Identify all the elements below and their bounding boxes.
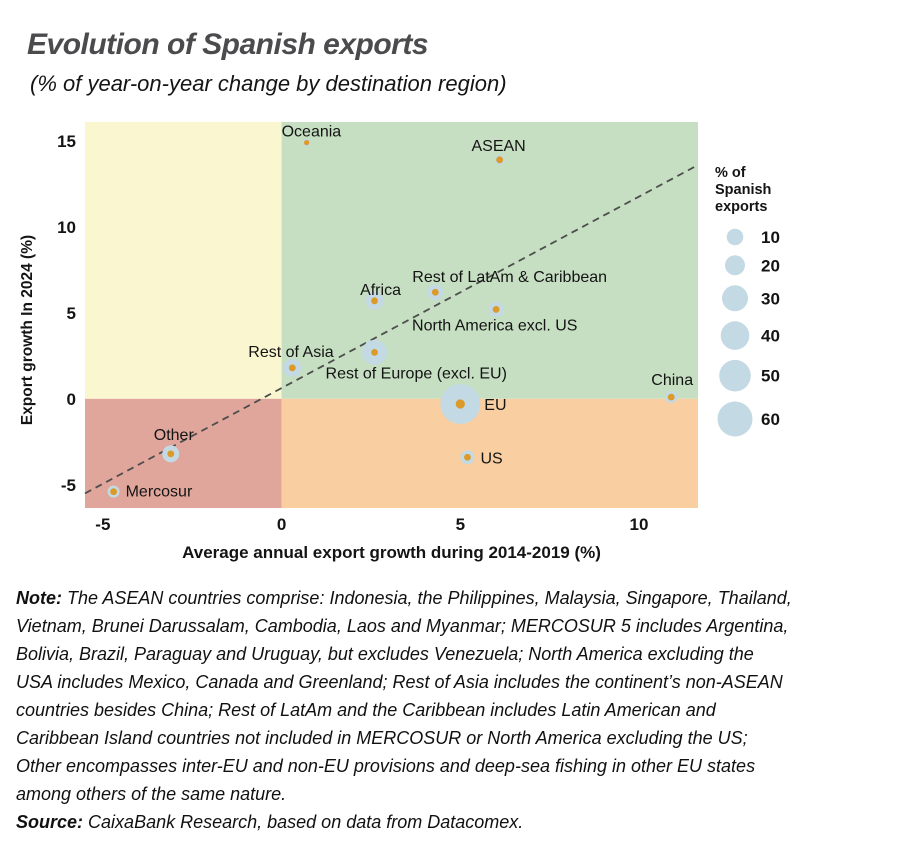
page-title: Evolution of Spanish exports [27, 28, 429, 61]
point-label: EU [484, 397, 506, 414]
point-label: Africa [360, 282, 401, 299]
note-line: countries besides China; Rest of LatAm a… [16, 700, 716, 720]
page-subtitle: (% of year-on-year change by destination… [30, 71, 507, 96]
legend-bubble-30 [722, 285, 748, 312]
legend-bubble-20 [725, 255, 745, 276]
quadrant-top-left [85, 122, 282, 399]
x-tick-label: -5 [95, 515, 110, 534]
y-tick-label: 15 [57, 132, 76, 151]
source-line: Source: CaixaBank Research, based on dat… [16, 812, 524, 832]
legend-size-label: 60 [761, 410, 780, 429]
bubble-dot [455, 399, 465, 409]
point-label: Rest of LatAm & Caribbean [412, 269, 607, 286]
legend-bubble-60 [717, 401, 753, 437]
y-tick-label: 5 [67, 304, 76, 323]
note-line: Vietnam, Brunei Darussalam, Cambodia, La… [16, 616, 789, 636]
note-line: among others of the same nature. [16, 784, 287, 804]
legend-title: Spanish [715, 182, 771, 198]
point-label: US [480, 450, 502, 467]
note-line: Other encompasses inter-EU and non-EU pr… [16, 756, 756, 776]
y-tick-label: 0 [67, 390, 76, 409]
legend-size-label: 20 [761, 256, 780, 275]
y-axis-title: Export growth In 2024 (%) [19, 235, 36, 425]
point-label: Rest of Europe (excl. EU) [326, 365, 507, 382]
x-tick-label: 0 [277, 515, 286, 534]
point-label: Mercosur [126, 484, 193, 501]
y-tick-label: 10 [57, 218, 76, 237]
bubble-dot [110, 488, 117, 496]
y-tick-label: -5 [61, 476, 76, 495]
bubble-dot [431, 288, 439, 296]
legend-bubble-40 [720, 321, 750, 350]
bubble-dot [167, 450, 175, 458]
point-label: ASEAN [471, 138, 525, 155]
bubble-dot [667, 393, 675, 401]
x-tick-label: 10 [630, 515, 649, 534]
point-label: Other [154, 427, 195, 444]
point-label: Rest of Asia [248, 344, 333, 361]
bubble-dot [371, 297, 378, 305]
x-tick-label: 5 [456, 515, 465, 534]
legend-bubble-10 [726, 228, 744, 246]
legend-size-label: 50 [761, 367, 780, 386]
trend-dashed-line [84, 164, 699, 495]
legend-size-label: 30 [761, 289, 780, 308]
legend-size-label: 10 [761, 228, 780, 247]
note-line: USA includes Mexico, Canada and Greenlan… [16, 672, 783, 692]
legend-title: exports [715, 199, 767, 215]
quadrant-bottom-right [281, 398, 698, 508]
x-axis-title: Average annual export growth during 2014… [182, 543, 601, 562]
bubble-dot [492, 306, 500, 313]
bubble-dot [496, 156, 504, 164]
bubble-dot [464, 453, 471, 461]
bubble-dot [371, 348, 378, 356]
note-block: Note: The ASEAN countries comprise: Indo… [16, 584, 792, 836]
note-line: Note: The ASEAN countries comprise: Indo… [16, 588, 792, 608]
point-label: Oceania [282, 124, 342, 141]
quadrant-top-right [281, 122, 698, 399]
legend-bubble-50 [719, 359, 751, 392]
bubble-dot [304, 140, 310, 146]
point-label: North America excl. US [412, 317, 577, 334]
note-line: Bolivia, Brazil, Paraguay and Uruguay, b… [16, 644, 754, 664]
note-line: Caribbean Island countries not included … [16, 728, 748, 748]
legend-size-label: 40 [761, 327, 780, 346]
legend-title: % of [715, 165, 746, 181]
bubble-dot [288, 364, 296, 372]
point-label: China [651, 372, 693, 389]
